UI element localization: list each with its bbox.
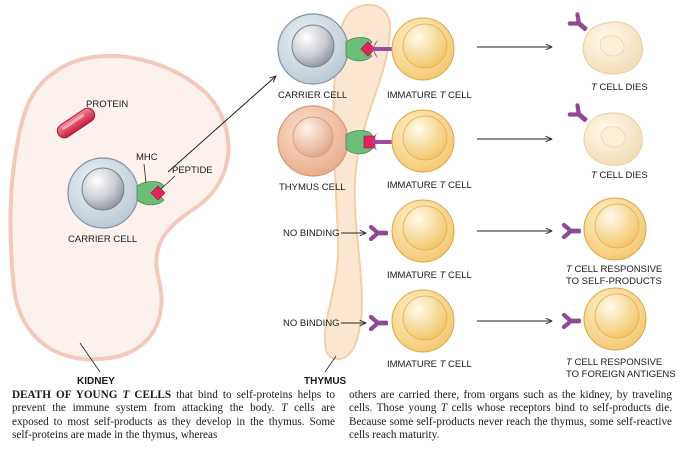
peptide-icon [150, 185, 166, 201]
row1-outcome-label: T CELL DIES [591, 82, 648, 93]
row1-receptor-icon [372, 40, 392, 58]
peptide-label: PEPTIDE [172, 165, 213, 176]
caption-right-column: others are carried there, from organs su… [349, 389, 672, 442]
kidney-carrier-cell [67, 157, 139, 229]
row3-outcome-label: T CELL RESPONSIVE [566, 264, 662, 275]
row1-dying-receptor-icon [570, 14, 591, 34]
row2-immature-cell [391, 109, 455, 173]
row3-outcome-label-line2: TO SELF-PRODUCTS [566, 276, 662, 287]
row1-carrier-cell [277, 13, 349, 85]
row4-outcome-label: T CELL RESPONSIVE [566, 357, 662, 368]
row2-outcome-label: T CELL DIES [591, 170, 648, 181]
row4-immature-label: IMMATURE T CELL [387, 359, 472, 370]
row3-immature-cell [391, 199, 455, 263]
mhc-label: MHC [136, 152, 158, 163]
row1-presenter-label: CARRIER CELL [278, 90, 347, 101]
peptide-pointer [160, 175, 176, 190]
row1-peptide-icon [360, 41, 376, 57]
row4-mature-receptor-icon [564, 315, 581, 327]
row1-dying-cell [582, 21, 644, 75]
row2-presenter-label: THYMUS CELL [279, 182, 346, 193]
t-cell-selection-diagram: PROTEIN MHC PEPTIDE CARRIER CELL KIDNEY … [8, 3, 676, 386]
row1-immature-label: IMMATURE T CELL [387, 90, 472, 101]
row1-immature-cell [391, 17, 455, 81]
caption-left-column: DEATH OF YOUNG T CELLS that bind to self… [12, 389, 335, 442]
row3-mature-cell [583, 197, 647, 261]
kidney-carrier-cell-label: CARRIER CELL [68, 234, 137, 245]
row4-mature-cell [583, 287, 647, 351]
row3-receptor-icon [371, 227, 388, 239]
row3-immature-label: IMMATURE T CELL [387, 270, 472, 281]
protein-label: PROTEIN [86, 99, 128, 110]
row2-thymus-cell [277, 105, 349, 177]
thymus-pointer [324, 355, 337, 373]
migration-arrow [167, 76, 276, 173]
row2-immature-label: IMMATURE T CELL [387, 180, 472, 191]
row4-receptor-icon [371, 317, 388, 329]
row3-mature-receptor-icon [564, 225, 581, 237]
mhc-pointer [143, 163, 147, 184]
protein-capsule-icon [56, 107, 96, 139]
row2-dying-cell [583, 112, 643, 166]
row4-outcome-label-line2: TO FOREIGN ANTIGENS [566, 369, 676, 380]
thymus-label: THYMUS [304, 376, 347, 386]
kidney-label: KIDNEY [77, 376, 115, 386]
row3-no-binding-label: NO BINDING [283, 228, 339, 239]
row4-immature-cell [391, 289, 455, 353]
row4-no-binding-label: NO BINDING [283, 318, 339, 329]
caption-lead: DEATH OF YOUNG T CELLS [12, 389, 172, 401]
kidney-pointer [79, 342, 101, 373]
row2-receptor-icon [373, 133, 392, 151]
row2-dying-receptor-icon [570, 105, 591, 125]
